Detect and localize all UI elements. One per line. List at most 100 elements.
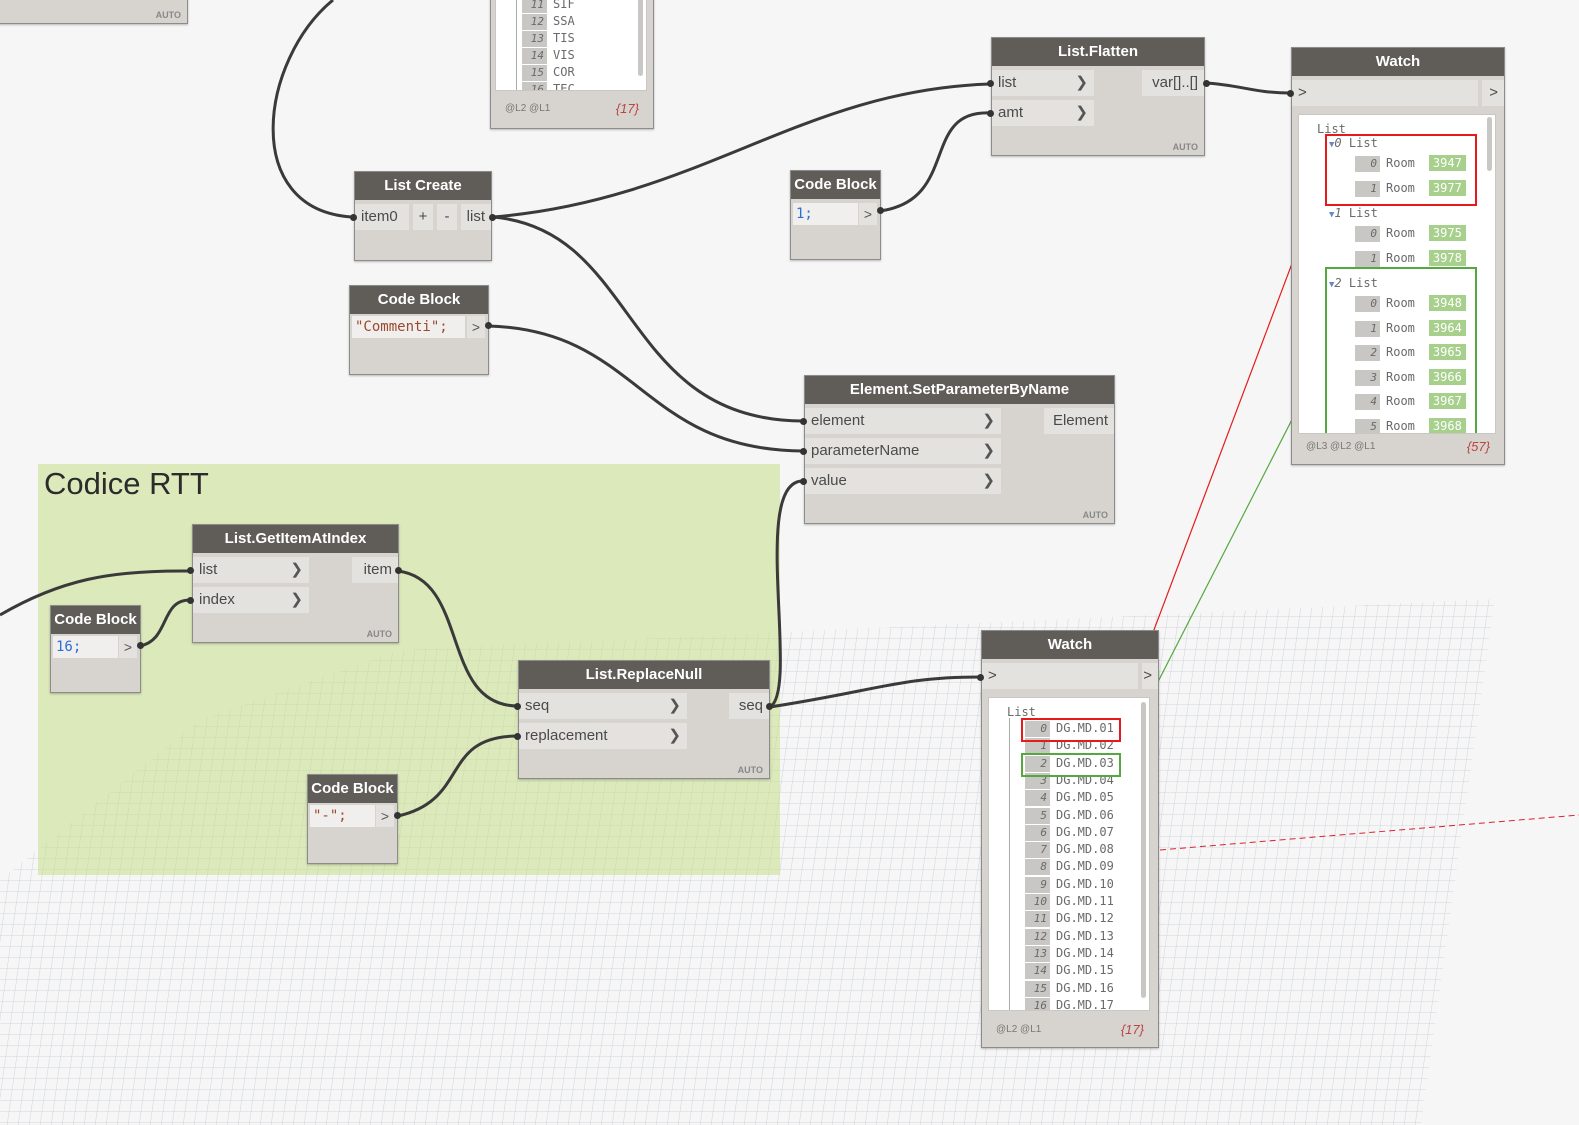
output-port[interactable]: > xyxy=(376,805,394,827)
input-port-seq[interactable]: seq❯ xyxy=(519,693,687,719)
list-root-label: List xyxy=(1007,705,1036,719)
wire xyxy=(492,215,804,423)
item-value: DG.MD.06 xyxy=(1056,807,1114,822)
input-port-amt[interactable]: amt❯ xyxy=(992,100,1094,126)
scrollbar[interactable] xyxy=(1487,117,1492,171)
scrollbar[interactable] xyxy=(1141,702,1146,998)
port-dot xyxy=(877,207,884,214)
wire xyxy=(271,0,353,219)
node-code-block-commenti[interactable]: Code Block "Commenti"; > xyxy=(349,285,489,375)
item-index: 4 xyxy=(1025,790,1050,807)
port-dot xyxy=(987,80,994,87)
item-index: 2 xyxy=(1355,345,1380,361)
item-value: 3948 xyxy=(1428,295,1466,311)
item-type: Room xyxy=(1386,250,1415,265)
port-dot xyxy=(485,322,492,329)
node-list-get-item-at-index[interactable]: List.GetItemAtIndex list❯ index❯ item AU… xyxy=(192,524,399,643)
sublist-header[interactable]: ▼2 List xyxy=(1329,275,1378,291)
item-value: DG.MD.09 xyxy=(1056,859,1114,874)
port-dot xyxy=(800,418,807,425)
code-editor[interactable]: 1; xyxy=(793,203,858,225)
input-port-list[interactable]: list❯ xyxy=(193,557,309,583)
port-dot xyxy=(1287,90,1294,97)
chevron-right-icon: ❯ xyxy=(1075,104,1088,121)
node-set-parameter-by-name[interactable]: Element.SetParameterByName element❯ para… xyxy=(804,375,1115,524)
list-item: 0 DG.MD.01 xyxy=(1025,720,1114,737)
levels-label: @L2 @L1 xyxy=(505,103,551,114)
output-port-element[interactable]: Element xyxy=(1044,408,1114,434)
port-dot xyxy=(514,703,521,710)
output-port-item[interactable]: item xyxy=(352,557,398,583)
wire xyxy=(487,324,804,453)
output-port-seq[interactable]: seq xyxy=(729,693,769,719)
chevron-right-icon: ❯ xyxy=(1075,74,1088,91)
node-code-block-16[interactable]: Code Block 16; > xyxy=(50,605,141,693)
output-port-list[interactable]: list xyxy=(461,204,491,230)
input-port-replacement[interactable]: replacement❯ xyxy=(519,723,687,749)
input-port-index[interactable]: index❯ xyxy=(193,587,309,613)
code-editor[interactable]: 16; xyxy=(53,636,118,658)
scrollbar[interactable] xyxy=(638,0,643,76)
node-title: Code Block xyxy=(308,775,397,803)
node-title: Element.SetParameterByName xyxy=(805,376,1114,404)
node-list-replace-null[interactable]: List.ReplaceNull seq❯ replacement❯ seq A… xyxy=(518,660,770,779)
node-code-block-dash[interactable]: Code Block "-"; > xyxy=(307,774,398,864)
item-index: 0 xyxy=(1025,721,1050,737)
input-port[interactable]: > xyxy=(1292,80,1478,106)
expand-arrow-icon[interactable]: ▼ xyxy=(1329,210,1335,220)
output-port[interactable]: > xyxy=(1482,80,1504,106)
output-port[interactable]: > xyxy=(467,316,485,338)
input-port-element[interactable]: element❯ xyxy=(805,408,1001,434)
output-port-var[interactable]: var[]..[] xyxy=(1142,70,1204,96)
sublist-header[interactable]: ▼0 List xyxy=(1329,135,1378,151)
item-value: 3978 xyxy=(1428,249,1466,266)
item-value: DG.MD.15 xyxy=(1056,963,1114,978)
sublist-header[interactable]: ▼1 List xyxy=(1329,205,1378,221)
item-index: 0 xyxy=(1355,296,1380,312)
item-value: DG.MD.08 xyxy=(1056,842,1114,857)
output-port[interactable]: > xyxy=(1142,663,1158,689)
node-top-left-partial[interactable]: AUTO xyxy=(0,0,188,24)
input-port[interactable]: > xyxy=(982,663,1138,689)
item-value: DG.MD.01 xyxy=(1056,721,1114,735)
item-index: 14 xyxy=(1025,963,1050,980)
node-title: List.ReplaceNull xyxy=(519,661,769,689)
wire xyxy=(879,111,991,213)
wire xyxy=(769,675,981,709)
node-title: Code Block xyxy=(51,606,140,634)
item-value: TEC xyxy=(553,82,575,91)
input-port-item0[interactable]: item0 xyxy=(355,204,409,230)
node-list-create[interactable]: List Create item0 + - list xyxy=(354,171,492,261)
input-port-value[interactable]: value❯ xyxy=(805,468,1001,494)
item-count: {17} xyxy=(1120,1022,1144,1037)
remove-input-button[interactable]: - xyxy=(437,204,457,230)
expand-arrow-icon[interactable]: ▼ xyxy=(1329,140,1335,150)
node-list-flatten[interactable]: List.Flatten list❯ amt❯ var[]..[] AUTO xyxy=(991,37,1205,156)
output-port[interactable]: > xyxy=(859,203,877,225)
item-type: Room xyxy=(1386,156,1415,170)
code-editor[interactable]: "Commenti"; xyxy=(352,316,465,338)
highlight-box-red xyxy=(1021,718,1121,742)
node-title: Watch xyxy=(1292,48,1504,76)
item-value: DG.MD.03 xyxy=(1056,755,1114,770)
item-type: Room xyxy=(1386,296,1415,310)
output-port[interactable]: > xyxy=(119,636,137,658)
node-code-block-1[interactable]: Code Block 1; > xyxy=(790,170,881,260)
input-port-parameter-name[interactable]: parameterName❯ xyxy=(805,438,1001,464)
expand-arrow-icon[interactable]: ▼ xyxy=(1329,280,1335,290)
input-port-list[interactable]: list❯ xyxy=(992,70,1094,96)
add-input-button[interactable]: + xyxy=(413,204,433,230)
code-editor[interactable]: "-"; xyxy=(310,805,375,827)
